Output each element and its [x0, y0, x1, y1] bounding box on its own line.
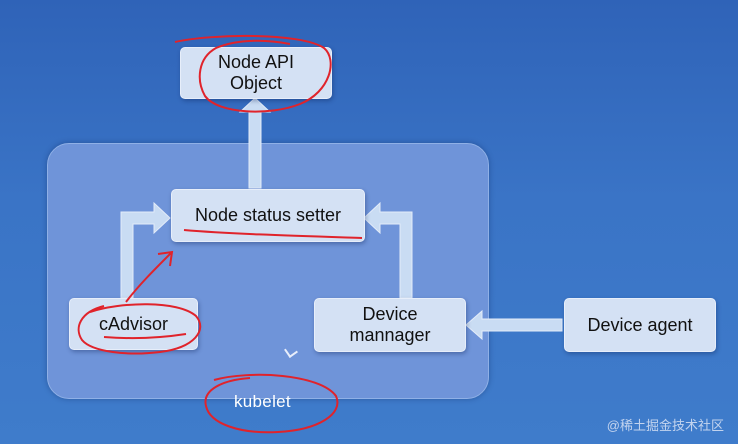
cadvisor-label: cAdvisor	[98, 313, 169, 334]
node-api-object-box: Node API Object	[180, 47, 332, 99]
node-status-setter-label: Node status setter	[194, 205, 342, 225]
arrow-cadvisor-to-setter	[120, 201, 171, 299]
node-api-object-label: Node API Object	[217, 52, 295, 93]
device-manager-label: Device mannager	[349, 304, 431, 345]
annotation-underline-cadvisor	[103, 333, 187, 339]
device-manager-box: Device mannager	[314, 298, 466, 352]
annotation-circle-kubelet	[204, 373, 339, 434]
arrow-device-manager-to-setter	[363, 201, 413, 299]
watermark: @稀土掘金技术社区	[606, 418, 724, 433]
kubelet-label: kubelet	[234, 392, 291, 411]
annotation-circle-cadvisor	[77, 303, 202, 355]
node-status-setter-box: Node status setter	[171, 189, 365, 242]
arrow-agent-to-device-manager	[465, 309, 563, 341]
device-agent-label: Device agent	[587, 314, 693, 335]
annotation-underline-status-setter	[183, 229, 363, 239]
device-agent-box: Device agent	[564, 298, 716, 352]
annotation-circle-node-api	[174, 34, 332, 113]
annotation-arrow-cadvisor-setter	[125, 250, 174, 303]
